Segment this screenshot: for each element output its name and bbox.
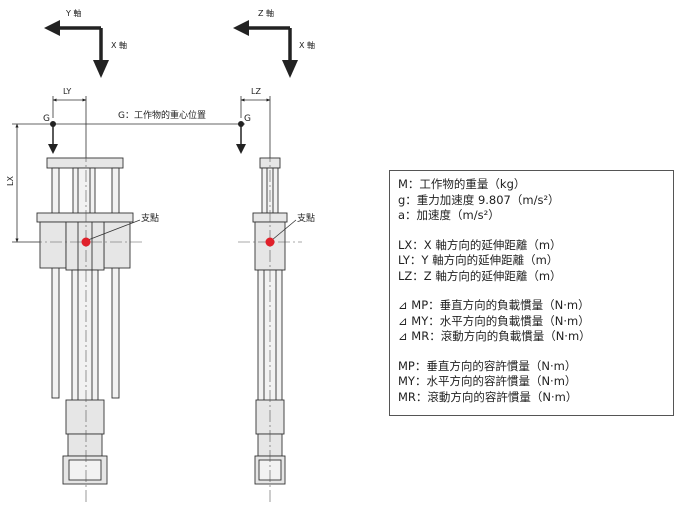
- x-axis-arrow-icon-right: [282, 60, 298, 78]
- center-of-gravity-note: G：工作物的重心位置: [118, 109, 206, 121]
- legend-box: M：工作物的重量（kg） g：重力加速度 9.807（m/s²） a：加速度（m…: [389, 170, 674, 416]
- legend-line: M：工作物的重量（kg）: [398, 177, 526, 191]
- legend-group-allowable-moments: MP：垂直方向的容許慣量（N·m） MY：水平方向的容許慣量（N·m） MR：滾…: [398, 359, 665, 406]
- z-axis-arrow-icon: [233, 20, 249, 36]
- ly-label: LY: [63, 87, 71, 96]
- legend-line: MR：滾動方向的容許慣量（N·m）: [398, 389, 578, 404]
- right-vertical-axis-label: X 軸: [299, 40, 315, 50]
- x-axis-arrow-icon: [93, 60, 109, 78]
- legend-line: a：加速度（m/s²）: [398, 208, 500, 222]
- left-vertical-axis-label: X 軸: [111, 40, 127, 50]
- legend-group-load-moments: ⊿ MP：垂直方向的負載慣量（N·m） ⊿ MY：水平方向的負載慣量（N·m） …: [398, 298, 665, 345]
- fulcrum-point-icon: [81, 237, 91, 247]
- legend-line: LZ：Z 軸方向的延伸距離（m）: [398, 268, 562, 283]
- legend-line: ⊿ MY：水平方向的負載慣量（N·m）: [398, 313, 590, 328]
- left-axis-indicator: Y 軸 X 軸: [44, 8, 127, 78]
- legend-line: LY：Y 軸方向的延伸距離（m）: [398, 253, 559, 267]
- legend-group-basic: M：工作物的重量（kg） g：重力加速度 9.807（m/s²） a：加速度（m…: [398, 177, 665, 224]
- lx-label: LX: [6, 176, 15, 186]
- g-marker-right: G: [236, 114, 251, 154]
- right-horizontal-axis-label: Z 軸: [258, 8, 274, 18]
- fulcrum-label-left: 支點: [141, 212, 159, 224]
- left-actuator: [36, 157, 134, 485]
- right-axis-indicator: Z 軸 X 軸: [233, 8, 315, 78]
- fulcrum-left: 支點: [81, 212, 159, 247]
- legend-line: MY：水平方向的容許慣量（N·m）: [398, 374, 577, 388]
- g-label-right: G: [244, 114, 251, 124]
- legend-line: LX：X 軸方向的延伸距離（m）: [398, 237, 562, 252]
- legend-line: g：重力加速度 9.807（m/s²）: [398, 192, 560, 207]
- g-marker-left: G: [43, 114, 58, 154]
- legend-line: ⊿ MP：垂直方向的負載慣量（N·m）: [398, 298, 590, 312]
- y-axis-arrow-icon: [44, 20, 60, 36]
- load-arrow-icon: [48, 144, 58, 154]
- legend-group-distances: LX：X 軸方向的延伸距離（m） LY：Y 軸方向的延伸距離（m） LZ：Z 軸…: [398, 238, 665, 285]
- load-arrow-icon-right: [236, 144, 246, 154]
- fulcrum-label-right: 支點: [297, 212, 315, 224]
- fulcrum-point-icon-right: [265, 237, 275, 247]
- left-horizontal-axis-label: Y 軸: [65, 8, 81, 18]
- g-label-left: G: [43, 114, 50, 124]
- legend-line: ⊿ MR：滾動方向的負載慣量（N·m）: [398, 329, 591, 343]
- fulcrum-right: 支點: [265, 212, 315, 247]
- legend-line: MP：垂直方向的容許慣量（N·m）: [398, 358, 577, 373]
- lz-label: LZ: [251, 87, 261, 96]
